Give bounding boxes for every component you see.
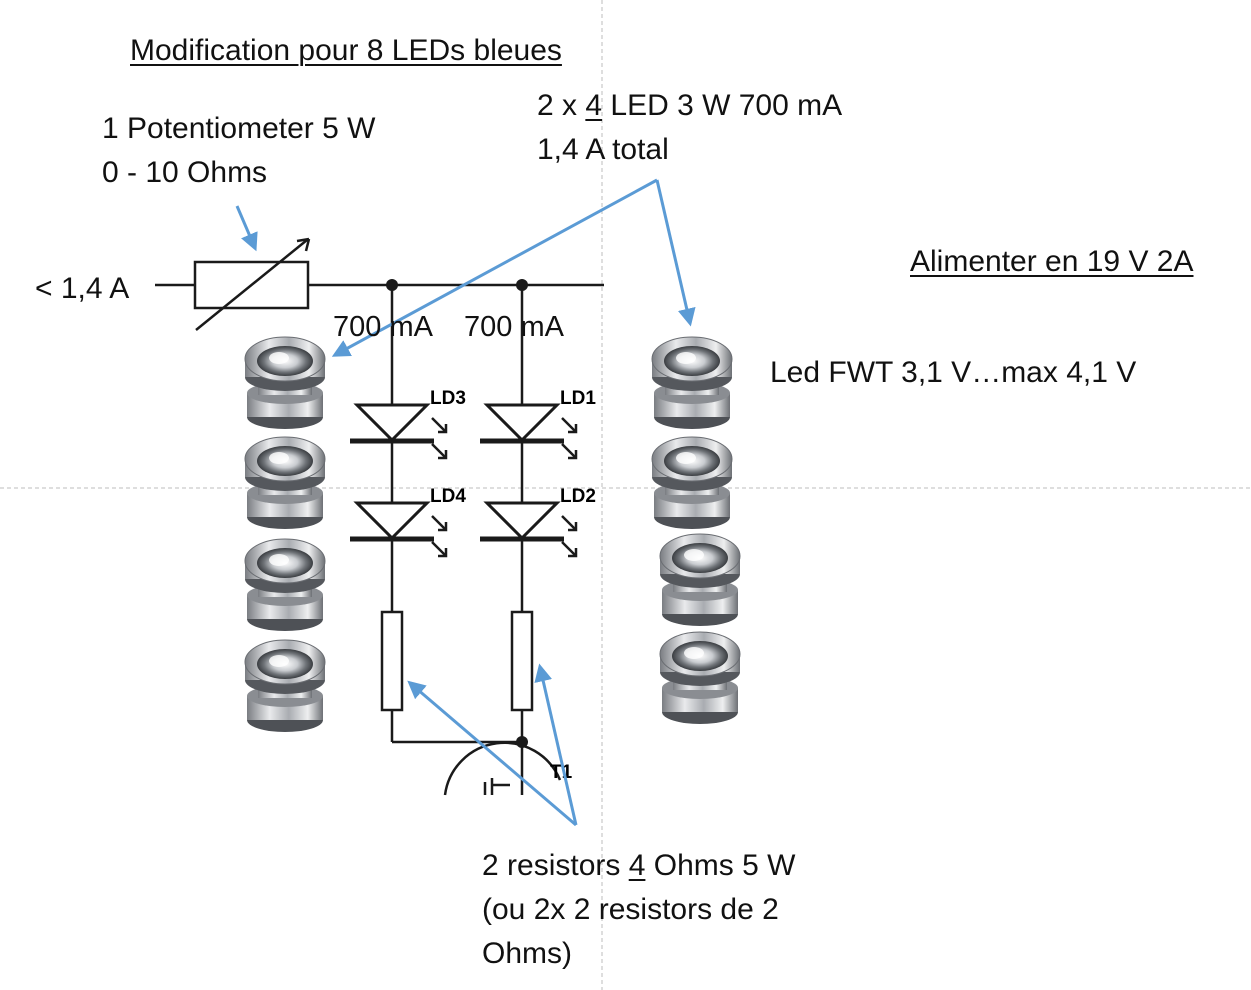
pot-spec-line1: 1 Potentiometer 5 W	[102, 112, 376, 145]
branch-current-right: 700 mA	[464, 311, 564, 343]
input-current-label: < 1,4 A	[35, 272, 130, 305]
led-spec-line2: 1,4 A total	[537, 133, 669, 166]
led-stack-left	[244, 336, 326, 733]
resistor-note-line3: Ohms)	[482, 937, 572, 970]
label-ld2: LD2	[560, 486, 596, 507]
branch-current-left: 700 mA	[333, 311, 433, 343]
diagram-title: Modification pour 8 LEDs bleues	[130, 34, 562, 67]
resistor-note-pre: 2 resistors	[482, 849, 629, 882]
label-t1: T1	[550, 762, 573, 783]
resistor-note-line2: (ou 2x 2 resistors de 2	[482, 893, 779, 926]
resistor-note-line1: 2 resistors 4 Ohms 5 W	[482, 844, 795, 888]
pot-spec-line2: 0 - 10 Ohms	[102, 156, 268, 189]
resistor-note-post: Ohms 5 W	[645, 849, 796, 882]
label-ld1: LD1	[560, 388, 596, 409]
led-stack-right	[651, 336, 741, 725]
led-spec-line1: 2 x 4 LED 3 W 700 mA	[537, 84, 842, 128]
led-spec-post: LED 3 W 700 mA	[602, 89, 843, 122]
label-ld3: LD3	[430, 388, 466, 409]
supply-label: Alimenter en 19 V 2A	[910, 245, 1194, 278]
led-spec-pre: 2 x	[537, 89, 586, 122]
label-ld4: LD4	[430, 486, 466, 507]
led-type-label: Led FWT 3,1 V…max 4,1 V	[770, 356, 1137, 389]
led-spec-num: 4	[585, 89, 603, 122]
resistor-note-num: 4	[628, 849, 646, 882]
